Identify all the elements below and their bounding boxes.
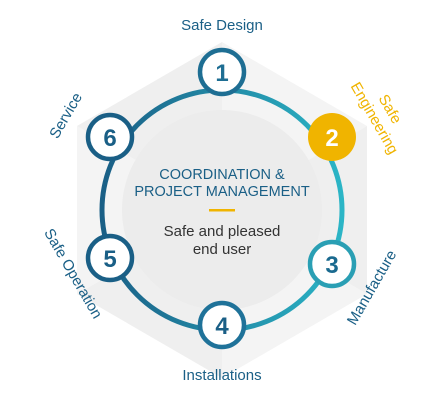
step-node-3[interactable]: 3 xyxy=(307,239,357,289)
step-number: 4 xyxy=(215,313,229,340)
step-number: 1 xyxy=(215,60,228,87)
center-divider xyxy=(209,209,235,212)
step-node-2[interactable]: 2 xyxy=(308,113,356,161)
step-node-1[interactable]: 1 xyxy=(197,47,247,97)
step-number: 2 xyxy=(325,125,338,152)
center-title-line1: COORDINATION & xyxy=(159,167,285,183)
step-number: 6 xyxy=(103,125,116,152)
step-number: 5 xyxy=(103,246,116,273)
step-label-1: Safe Design xyxy=(181,17,263,34)
step-node-6[interactable]: 6 xyxy=(85,112,135,162)
step-node-5[interactable]: 5 xyxy=(85,233,135,283)
step-node-4[interactable]: 4 xyxy=(197,300,247,350)
step-label-4: Installations xyxy=(182,367,261,384)
center-title-line2: PROJECT MANAGEMENT xyxy=(134,184,310,200)
center-subtitle-line2: end user xyxy=(193,241,251,258)
center-subtitle-line1: Safe and pleased xyxy=(164,223,281,240)
step-number: 3 xyxy=(325,252,338,279)
